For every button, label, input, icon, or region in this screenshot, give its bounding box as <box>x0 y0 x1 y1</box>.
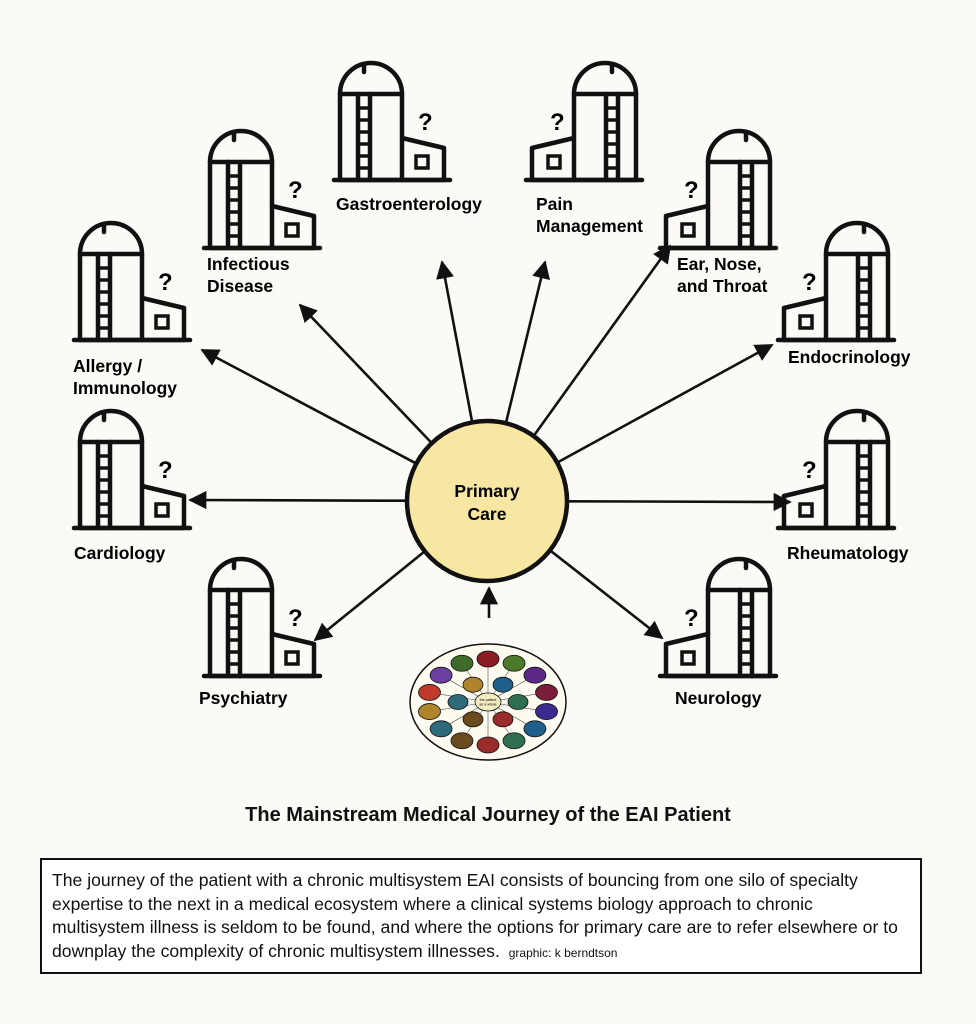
question-mark-infectious-disease: ? <box>288 177 303 204</box>
arrow-to-psychiatry <box>313 550 426 642</box>
label-psychiatry: Psychiatry <box>199 688 288 708</box>
arrow-to-pain-management <box>504 260 550 424</box>
system-node <box>502 732 526 750</box>
label-allergy-immunology: Allergy /Immunology <box>73 356 177 398</box>
system-node <box>418 684 441 701</box>
question-mark-pain-management: ? <box>550 109 565 136</box>
question-mark-ear-nose-throat: ? <box>684 177 699 204</box>
system-node <box>523 720 547 738</box>
question-mark-allergy-immunology: ? <box>158 269 173 296</box>
arrow-to-gastroenterology <box>436 260 474 423</box>
arrow-to-neurology <box>549 549 664 640</box>
question-mark-rheumatology: ? <box>802 457 817 484</box>
arrow-to-allergy-immunology <box>200 348 417 465</box>
system-node <box>476 650 500 668</box>
label-ear-nose-throat: Ear, Nose,and Throat <box>677 254 768 296</box>
question-mark-cardiology: ? <box>158 457 173 484</box>
system-node <box>418 703 441 720</box>
system-node <box>476 736 500 754</box>
system-node <box>523 666 547 684</box>
question-mark-psychiatry: ? <box>288 605 303 632</box>
description-box: The journey of the patient with a chroni… <box>40 858 922 974</box>
question-mark-gastroenterology: ? <box>418 109 433 136</box>
arrow-to-infectious-disease <box>298 303 433 445</box>
system-node <box>450 732 474 750</box>
silo-rheumatology: ? Rheumatology <box>775 408 909 563</box>
arrow-to-ear-nose-throat <box>532 244 672 437</box>
system-node <box>535 684 558 701</box>
system-node <box>507 694 529 710</box>
description-text: The journey of the patient with a chroni… <box>52 870 898 961</box>
system-node <box>450 654 474 672</box>
label-cardiology: Cardiology <box>74 543 166 563</box>
system-node <box>462 676 484 693</box>
system-node <box>502 654 526 672</box>
system-node <box>462 711 484 728</box>
diagram-title: The Mainstream Medical Journey of the EA… <box>245 804 731 826</box>
question-mark-neurology: ? <box>684 605 699 632</box>
silo-cardiology: ? Cardiology <box>71 408 193 563</box>
silo-ear-nose-throat: ? Ear, Nose,and Throat <box>657 128 779 296</box>
arrow-to-rheumatology <box>566 492 792 512</box>
arrow-to-cardiology <box>188 490 408 510</box>
silo-allergy-immunology: ? Allergy /Immunology <box>71 220 193 398</box>
arrow-to-endocrinology <box>556 343 774 464</box>
silo-neurology: ? Neurology <box>657 556 779 708</box>
silo-endocrinology: ? Endocrinology <box>775 220 911 367</box>
silo-psychiatry: ? Psychiatry <box>199 556 323 708</box>
system-node <box>535 703 558 720</box>
system-node <box>447 694 469 710</box>
graphic-credit: graphic: k berndtson <box>508 945 618 960</box>
system-node <box>492 676 514 693</box>
system-node <box>429 720 453 738</box>
system-node <box>492 711 514 728</box>
label-neurology: Neurology <box>675 688 762 708</box>
silo-gastroenterology: ? Gastroenterology <box>331 60 482 214</box>
label-gastroenterology: Gastroenterology <box>336 194 482 214</box>
label-endocrinology: Endocrinology <box>788 347 911 367</box>
system-node <box>429 666 453 684</box>
question-mark-endocrinology: ? <box>802 269 817 296</box>
label-rheumatology: Rheumatology <box>787 543 909 563</box>
